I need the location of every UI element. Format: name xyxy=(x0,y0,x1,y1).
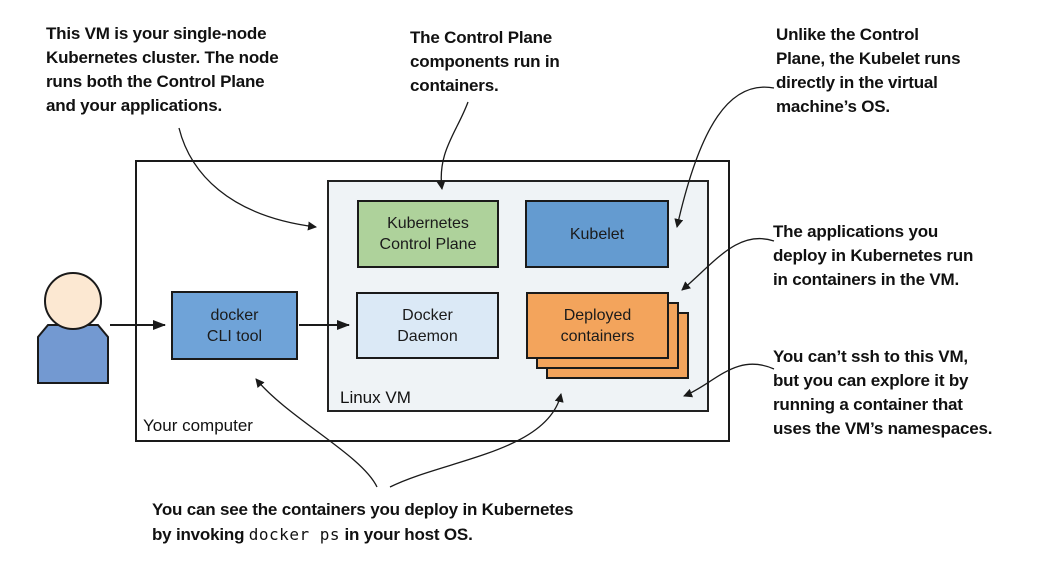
caption-line2-prefix: by invoking xyxy=(152,525,249,544)
caption-line2-suffix: in your host OS. xyxy=(339,525,473,544)
caption-line2: by invoking docker ps in your host OS. xyxy=(152,522,573,547)
annotation-ssh: You can’t ssh to this VM, but you can ex… xyxy=(773,347,993,438)
your-computer-label: Your computer xyxy=(143,416,253,435)
kubernetes-control-plane-box: Kubernetes Control Plane xyxy=(357,200,499,268)
annotation-control-plane: The Control Plane components run in cont… xyxy=(410,28,560,95)
annotation-kubelet: Unlike the Control Plane, the Kubelet ru… xyxy=(776,25,961,116)
caption-docker-ps-command: docker ps xyxy=(248,525,340,544)
docker-daemon-box: Docker Daemon xyxy=(356,292,499,359)
linux-vm-label: Linux VM xyxy=(340,388,411,407)
deployed-containers-box: Deployed containers xyxy=(526,292,669,359)
docker-cli-tool-box: docker CLI tool xyxy=(171,291,298,360)
caption-line1: You can see the containers you deploy in… xyxy=(152,500,574,519)
kubelet-box: Kubelet xyxy=(525,200,669,268)
annotation-single-node: This VM is your single-node Kubernetes c… xyxy=(46,24,279,115)
annotation-caption: You can see the containers you deploy in… xyxy=(152,497,573,547)
annotation-applications: The applications you deploy in Kubernete… xyxy=(773,222,974,289)
